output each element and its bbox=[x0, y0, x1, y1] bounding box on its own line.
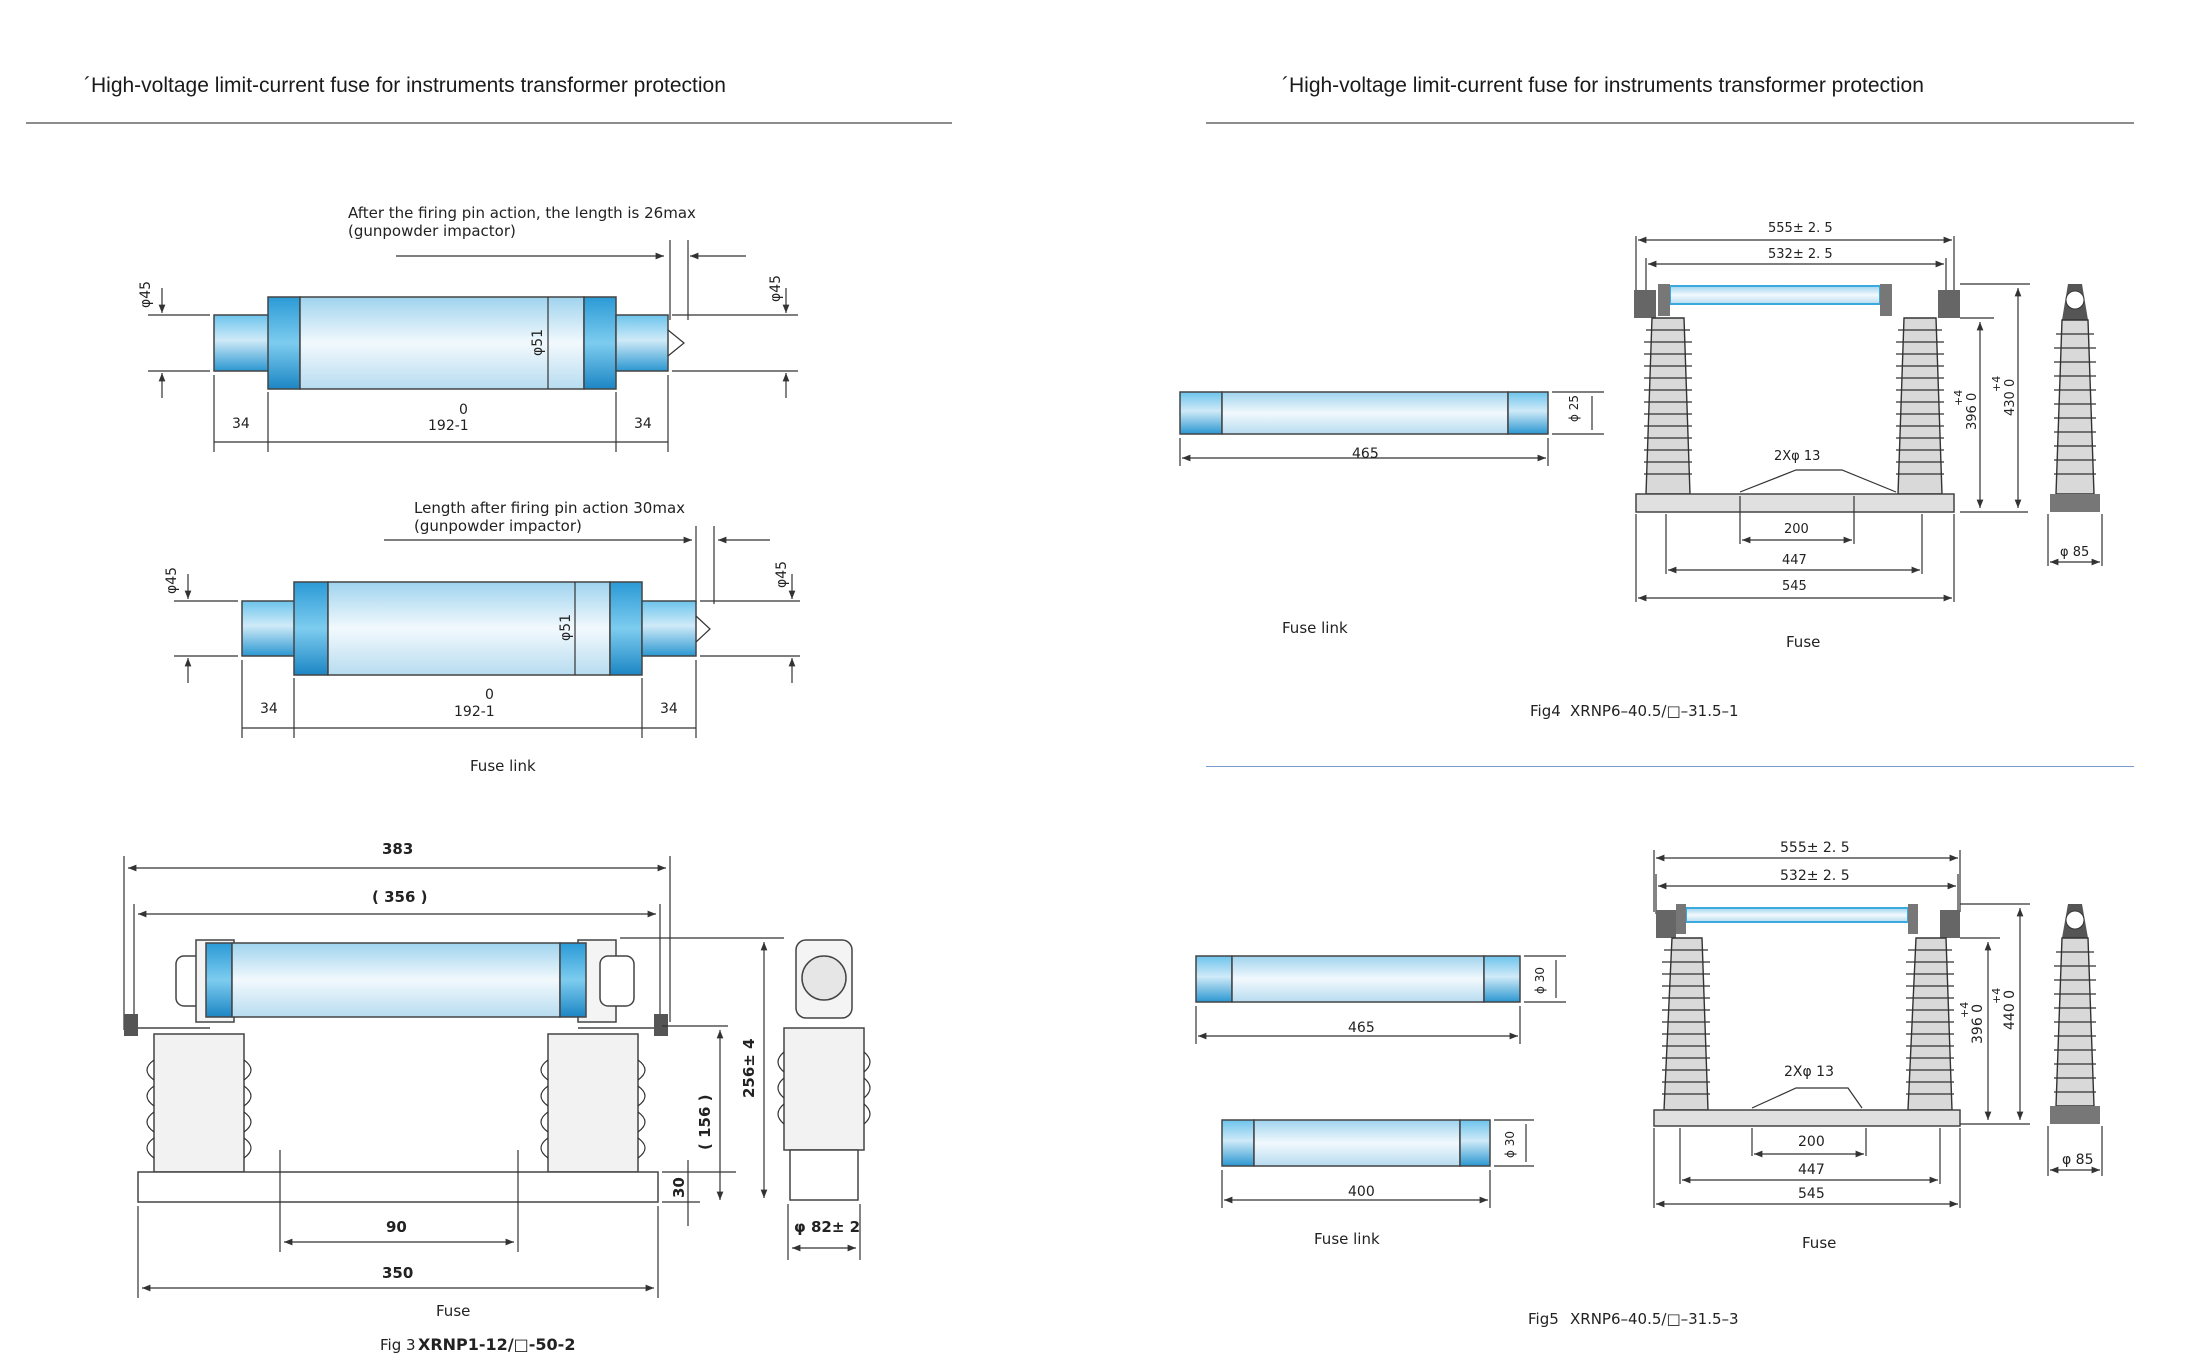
fig4-dim-430-tol: +4 bbox=[1990, 376, 2003, 392]
fig5-dim-555: 555± 2. 5 bbox=[1780, 840, 1850, 856]
fig3-dim-383: 383 bbox=[382, 840, 413, 858]
fuse-b-len-body: 192-1 bbox=[454, 704, 495, 720]
fig5-caption-model: XRNP6–40.5/□–31.5–3 bbox=[1570, 1310, 1739, 1328]
fig4-dim-430: 430 0 bbox=[2003, 379, 2018, 416]
fig4-caption-prefix: Fig4 bbox=[1530, 702, 1561, 720]
fig4-dim-447: 447 bbox=[1782, 553, 1807, 568]
fig4-holes: 2Xφ 13 bbox=[1774, 449, 1820, 464]
right-section-divider bbox=[1206, 766, 2134, 767]
fuse-b-dia-right: φ45 bbox=[774, 561, 790, 588]
fig5-dim-532: 532± 2. 5 bbox=[1780, 868, 1850, 884]
fig3-caption-model: XRNP1-12/□-50-2 bbox=[418, 1335, 575, 1354]
fig4-dim-phi85: φ 85 bbox=[2060, 545, 2089, 560]
fig5-link-caption: Fuse link bbox=[1314, 1230, 1380, 1248]
fig5-dim-phi85: φ 85 bbox=[2062, 1152, 2094, 1168]
fig4-link-len: 465 bbox=[1352, 446, 1379, 462]
fig5-dim-545: 545 bbox=[1798, 1186, 1825, 1202]
fuse-a-dia-left: φ45 bbox=[138, 281, 154, 308]
fuse-b-len-left: 34 bbox=[260, 701, 278, 717]
fig4-link-dia: ϕ 25 bbox=[1567, 395, 1581, 422]
fig3-dim-356: ( 356 ) bbox=[372, 888, 427, 906]
fuse-b-dia-left: φ45 bbox=[164, 567, 180, 594]
fig3-dim-350: 350 bbox=[382, 1264, 413, 1282]
fig4-caption-fuse: Fuse bbox=[1786, 633, 1820, 651]
fig3-caption-fuse: Fuse bbox=[436, 1302, 470, 1320]
fuse-b-caption: Fuse link bbox=[470, 757, 536, 775]
fig4-dim-555: 555± 2. 5 bbox=[1768, 221, 1833, 236]
right-page-header: ´High-voltage limit-current fuse for ins… bbox=[1282, 74, 1924, 97]
fig3-caption-prefix: Fig 3 bbox=[380, 1336, 416, 1354]
fig4-dim-396-tol: +4 bbox=[1952, 390, 1965, 406]
fig5-dim-447: 447 bbox=[1798, 1162, 1825, 1178]
fig5-caption-prefix: Fig5 bbox=[1528, 1310, 1559, 1328]
fuse-b-note-line1: Length after firing pin action 30max bbox=[414, 499, 685, 517]
fig5-link1-len: 465 bbox=[1348, 1020, 1375, 1036]
fig3-dim-90: 90 bbox=[386, 1218, 407, 1236]
fig4-fuse-assembly: ϕ 25 465 Fuse link 555± 2. 5 532± 2. 5 2… bbox=[1179, 221, 2103, 720]
fig4-dim-532: 532± 2. 5 bbox=[1768, 247, 1833, 262]
fig4-dim-396: 396 0 bbox=[1965, 393, 1980, 430]
fuse-a-len-top: 0 bbox=[459, 402, 468, 418]
fuse-b-note-line2: (gunpowder impactor) bbox=[414, 517, 582, 535]
fuse-link-a: After the firing pin action, the length … bbox=[138, 204, 798, 452]
fuse-a-note-line2: (gunpowder impactor) bbox=[348, 222, 516, 240]
fig3-fuse-assembly: 383 ( 356 ) 90 350 bbox=[123, 840, 871, 1354]
fig5-dim-396-tol: +4 bbox=[1958, 1002, 1971, 1018]
fuse-a-dia-right: φ45 bbox=[768, 275, 784, 302]
fig3-dim-156: ( 156 ) bbox=[696, 1095, 714, 1150]
fuse-b-len-top: 0 bbox=[485, 687, 494, 703]
fig4-caption-model: XRNP6–40.5/□–31.5–1 bbox=[1570, 702, 1739, 720]
fuse-link-b: Length after firing pin action 30max (gu… bbox=[164, 499, 800, 775]
fuse-a-note-line1: After the firing pin action, the length … bbox=[348, 204, 696, 222]
fuse-a-len-right: 34 bbox=[634, 416, 652, 432]
left-header-rule bbox=[26, 122, 952, 124]
right-header-rule bbox=[1206, 122, 2134, 124]
fuse-a-len-body: 192-1 bbox=[428, 418, 469, 434]
left-page-header: ´High-voltage limit-current fuse for ins… bbox=[84, 74, 726, 97]
fig5-caption-fuse: Fuse bbox=[1802, 1234, 1836, 1252]
fuse-b-dia-body: φ51 bbox=[558, 614, 574, 641]
fig5-fuse-assembly: ϕ 30 465 ϕ 30 400 Fuse link 555± 2. 5 53… bbox=[1195, 840, 2103, 1328]
fuse-a-dia-body: φ51 bbox=[530, 329, 546, 356]
fig4-link-caption: Fuse link bbox=[1282, 619, 1348, 637]
fig4-dim-200: 200 bbox=[1784, 522, 1809, 537]
fig5-dim-440: 440 0 bbox=[2002, 990, 2018, 1030]
fig4-dim-545: 545 bbox=[1782, 579, 1807, 594]
fuse-a-len-left: 34 bbox=[232, 416, 250, 432]
fig5-link2-dia: ϕ 30 bbox=[1503, 1131, 1517, 1158]
fuse-b-len-right: 34 bbox=[660, 701, 678, 717]
fig5-holes: 2Xφ 13 bbox=[1784, 1064, 1834, 1080]
fig5-dim-396: 396 0 bbox=[1970, 1004, 1986, 1044]
fig3-dim-256: 256± 4 bbox=[740, 1038, 758, 1098]
fig3-dim-30: 30 bbox=[670, 1177, 688, 1198]
fig3-dim-phi82: φ 82± 2 bbox=[794, 1218, 860, 1236]
fig5-link2-len: 400 bbox=[1348, 1184, 1375, 1200]
fig5-dim-440-tol: +4 bbox=[1990, 988, 2003, 1004]
fig5-dim-200: 200 bbox=[1798, 1134, 1825, 1150]
fig5-link1-dia: ϕ 30 bbox=[1533, 967, 1547, 994]
